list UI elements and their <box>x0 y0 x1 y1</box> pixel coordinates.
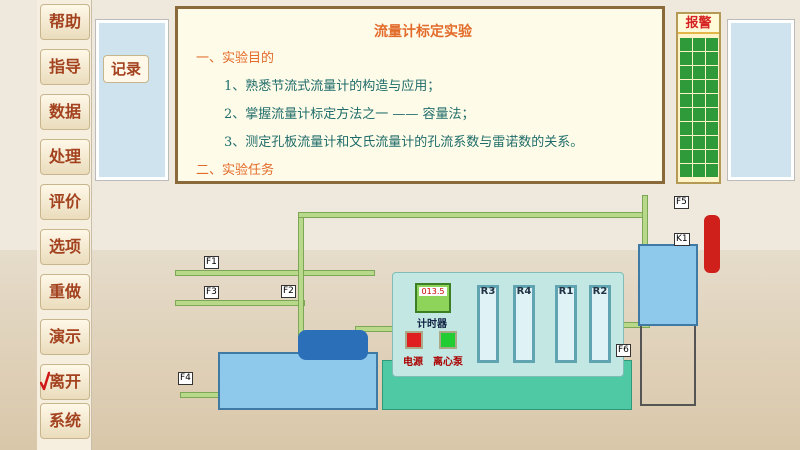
pipe <box>642 195 648 245</box>
alarm-indicator <box>680 38 692 51</box>
record-button[interactable]: 记录 <box>103 55 149 83</box>
alarm-indicator <box>680 136 692 149</box>
alarm-label: 报警 <box>678 14 719 34</box>
tube-label: R1 <box>558 286 574 297</box>
alarm-indicator <box>680 94 692 107</box>
alarm-indicator <box>693 136 705 149</box>
alarm-indicators <box>678 34 719 181</box>
pipe <box>175 300 305 306</box>
section-heading: 二、实验任务 <box>196 163 275 178</box>
alarm-indicator <box>706 94 718 107</box>
alarm-indicator <box>693 150 705 163</box>
valve-f6[interactable]: F6 <box>616 344 631 357</box>
system-button[interactable]: 系统 <box>40 403 90 439</box>
alarm-indicator <box>693 52 705 65</box>
alarm-indicator <box>706 150 718 163</box>
alarm-indicator <box>706 52 718 65</box>
section-heading: 一、实验目的 <box>196 51 275 66</box>
tube-label: R2 <box>592 286 608 297</box>
alarm-indicator <box>706 108 718 121</box>
manometer-r3: R3 <box>477 285 499 363</box>
demo-button[interactable]: 演示 <box>40 319 90 355</box>
pump-label: 离心泵 <box>433 357 463 368</box>
options-button[interactable]: 选项 <box>40 229 90 265</box>
alarm-indicator <box>680 150 692 163</box>
valve-f4[interactable]: F4 <box>178 372 193 385</box>
valve-f2[interactable]: F2 <box>281 285 296 298</box>
data-button[interactable]: 数据 <box>40 94 90 130</box>
alarm-indicator <box>706 122 718 135</box>
alarm-indicator <box>680 80 692 93</box>
board-title: 流量计标定实验 <box>374 24 472 40</box>
power-button[interactable] <box>405 331 423 349</box>
process-button[interactable]: 处理 <box>40 139 90 175</box>
valve-k1[interactable]: K1 <box>674 233 690 246</box>
alarm-indicator <box>680 52 692 65</box>
alarm-indicator <box>680 66 692 79</box>
sidebar: 帮助 指导 数据 处理 评价 选项 重做 演示 离开 系统 <box>37 0 92 450</box>
window-right <box>728 20 794 180</box>
checkmark-icon <box>40 371 50 391</box>
valve-f5[interactable]: F5 <box>674 196 689 209</box>
redo-button[interactable]: 重做 <box>40 274 90 310</box>
alarm-indicator <box>693 66 705 79</box>
pump-motor <box>298 330 368 360</box>
alarm-indicator <box>693 80 705 93</box>
evaluate-button[interactable]: 评价 <box>40 184 90 220</box>
pipe <box>298 212 648 218</box>
exit-button[interactable]: 离开 <box>40 364 90 400</box>
pipe <box>298 215 304 345</box>
alarm-indicator <box>693 122 705 135</box>
alarm-indicator <box>693 108 705 121</box>
alarm-indicator <box>706 38 718 51</box>
objective-item: 1、熟悉节流式流量计的构造与应用； <box>224 79 441 94</box>
fire-extinguisher <box>704 215 720 273</box>
help-button[interactable]: 帮助 <box>40 4 90 40</box>
pump-button[interactable] <box>439 331 457 349</box>
window-left <box>96 20 168 180</box>
tank-stand <box>640 326 696 406</box>
guide-button[interactable]: 指导 <box>40 49 90 85</box>
alarm-indicator <box>693 94 705 107</box>
alarm-indicator <box>706 164 718 177</box>
instruction-board[interactable]: 流量计标定实验 一、实验目的 1、熟悉节流式流量计的构造与应用； 2、掌握流量计… <box>175 6 665 184</box>
alarm-indicator <box>693 38 705 51</box>
tube-label: R3 <box>480 286 496 297</box>
alarm-indicator <box>693 164 705 177</box>
control-panel: 013.5 计时器 电源 离心泵 R3 R4 R1 R2 <box>392 272 624 377</box>
tube-label: R4 <box>516 286 532 297</box>
objective-item: 2、掌握流量计标定方法之一 —— 容量法； <box>224 107 475 122</box>
manometer-r1: R1 <box>555 285 577 363</box>
water-tank <box>218 352 378 410</box>
alarm-indicator <box>706 80 718 93</box>
power-label: 电源 <box>403 357 423 368</box>
alarm-indicator <box>680 122 692 135</box>
alarm-panel: 报警 <box>676 12 721 184</box>
valve-f1[interactable]: F1 <box>204 256 219 269</box>
alarm-indicator <box>706 136 718 149</box>
timer-label: 计时器 <box>417 319 447 330</box>
pipe <box>175 270 375 276</box>
objective-item: 3、测定孔板流量计和文氏流量计的孔流系数与雷诺数的关系。 <box>224 135 584 150</box>
alarm-indicator <box>680 164 692 177</box>
manometer-r4: R4 <box>513 285 535 363</box>
measuring-tank <box>638 244 698 326</box>
pipe <box>180 392 220 398</box>
alarm-indicator <box>680 108 692 121</box>
timer[interactable]: 013.5 <box>415 283 451 313</box>
valve-f3[interactable]: F3 <box>204 286 219 299</box>
alarm-indicator <box>706 66 718 79</box>
manometer-r2: R2 <box>589 285 611 363</box>
timer-display: 013.5 <box>419 287 447 296</box>
